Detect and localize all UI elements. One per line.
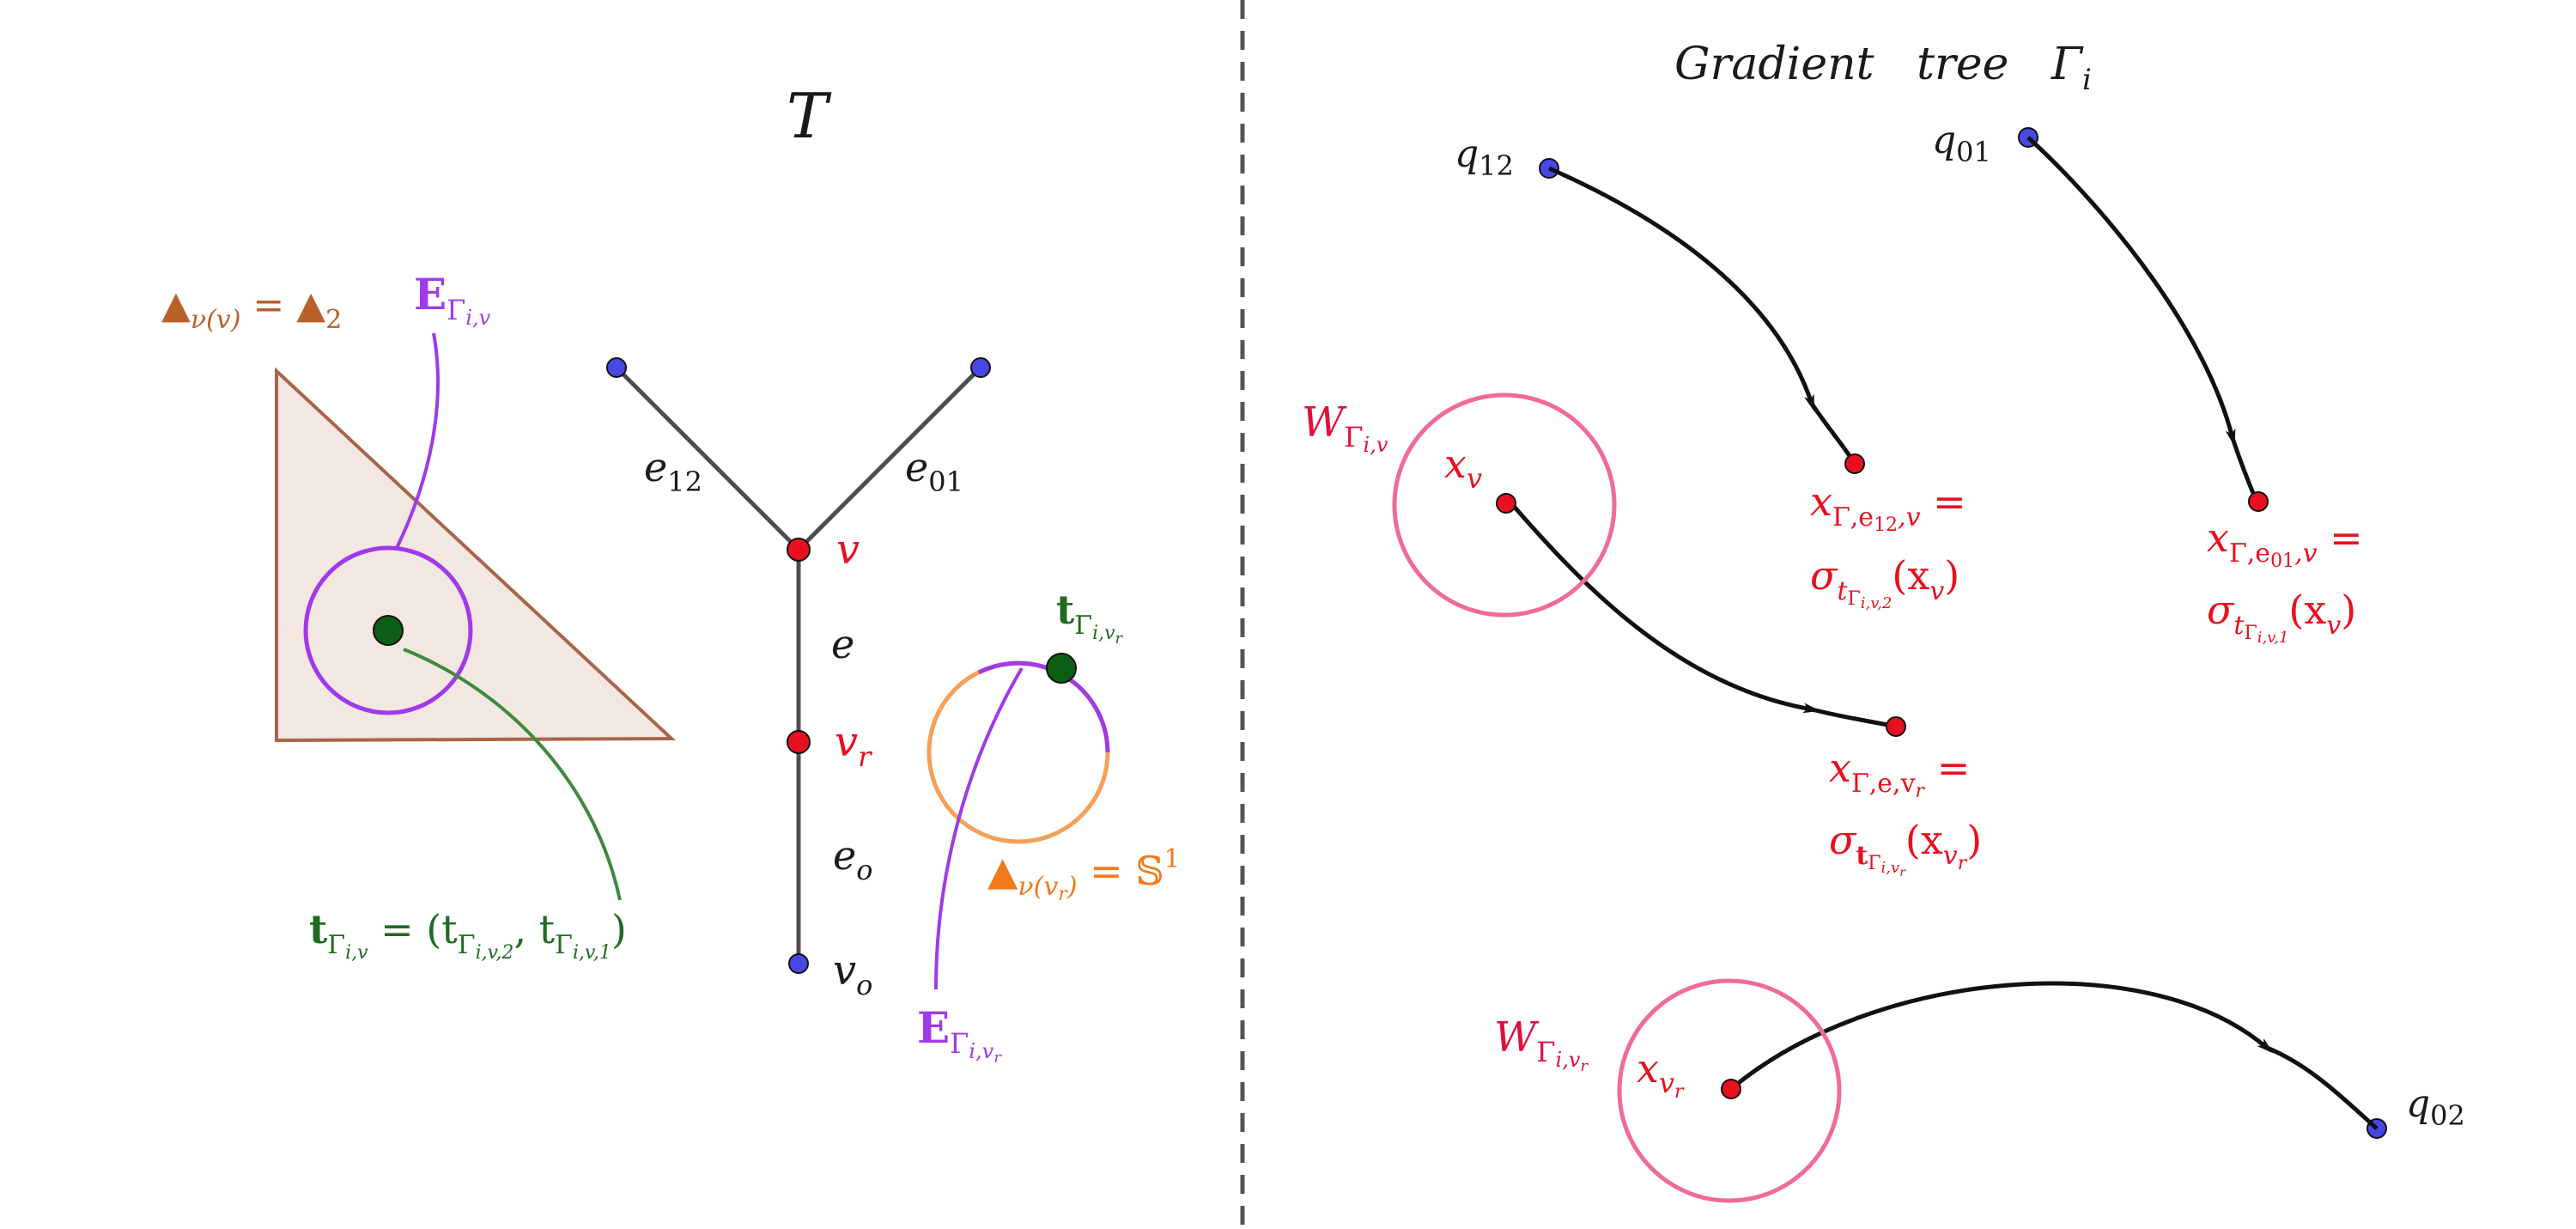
edge-label-e01: e01: [905, 444, 963, 498]
x-vr-label: xvr: [1637, 1045, 1685, 1103]
x-e12-label-line1: xΓ,e12,v =: [1810, 478, 1966, 536]
purple-arc-on-circle: [977, 660, 1110, 753]
tree-title: T: [787, 80, 832, 152]
point-x-e12: [1844, 453, 1865, 474]
E-vr-label: EΓi,vr: [917, 1002, 1002, 1067]
green-point-t-vr: [1046, 653, 1077, 684]
W-v-label: WΓi,v: [1302, 399, 1388, 457]
point-x-v: [1496, 493, 1516, 514]
edge-e01: [797, 366, 982, 551]
edge-label-e: e: [831, 621, 854, 667]
t-vr-label: tΓi,vr: [1056, 587, 1124, 648]
flow-q12-to-xe12: [1547, 166, 1815, 412]
purple-neighborhood-circle: [303, 545, 473, 715]
q01-label: q01: [1932, 119, 1991, 168]
purple-leader-line-E-v: [395, 332, 440, 549]
x-e01-label-line1: xΓ,e01,v =: [2207, 514, 2363, 572]
neighborhood-W-vr: [1617, 978, 1842, 1203]
vertex-vo: [788, 953, 809, 974]
vertex-v: [787, 538, 811, 562]
E-v-label: EΓi,v: [414, 269, 491, 330]
neighborhood-W-v: [1392, 392, 1617, 618]
edge-label-e12: e12: [644, 444, 702, 498]
flow-q01-to-xe01-tail: [2230, 437, 2259, 502]
point-x-vr: [1721, 1079, 1741, 1099]
t-v-label: tΓi,v = (tΓi,v,2, tΓi,v,1): [309, 906, 627, 964]
vertex-vr: [787, 730, 811, 754]
flow-q01-to-xe01: [2026, 136, 2236, 447]
vertex-label-vr: vr: [835, 718, 872, 773]
q12-label: q12: [1455, 132, 1514, 182]
point-x-e: [1886, 716, 1906, 737]
simplex-triangle: [275, 367, 677, 743]
W-vr-label: WΓi,vr: [1494, 1013, 1589, 1075]
vertex-label-v: v: [836, 526, 860, 574]
leaf-vertex-01: [970, 357, 991, 378]
x-e-label-line2: σtΓi,vr(xvr): [1829, 817, 1982, 879]
x-e-label-line1: xΓ,e,vr =: [1829, 745, 1970, 802]
flow-q12-to-xe12-tail: [1809, 402, 1857, 465]
purple-leader-line-E-vr: [934, 666, 1024, 990]
flow-xv-to-xe-tail: [1811, 707, 1897, 729]
edge-e12: [615, 366, 800, 551]
edge-label-eo: eo: [833, 832, 873, 886]
simplex-label: ▲ν(v) = ▲2: [161, 283, 342, 335]
q02-label: q02: [2406, 1082, 2465, 1132]
leaf-vertex-12: [606, 357, 627, 378]
gradient-tree-title: Gradient tree Γi: [1674, 39, 2092, 97]
circle-S1-label: ▲ν(vr) = 𝕊1: [987, 844, 1181, 905]
x-v-label: xv: [1444, 441, 1482, 495]
x-e12-label-line2: σtΓi,v,2(xv): [1810, 552, 1959, 612]
point-x-e01: [2248, 491, 2269, 512]
x-e01-label-line2: σtΓi,v,1(xv): [2207, 587, 2356, 647]
green-point-t-v: [373, 615, 404, 646]
vertex-label-vo: vo: [833, 946, 872, 1001]
flow-xvr-to-q02: [1729, 981, 2274, 1091]
green-leader-line-t-v: [403, 648, 622, 901]
flow-xvr-to-q02-tail: [2266, 1045, 2379, 1130]
flow-xv-to-xe: [1510, 502, 1820, 714]
